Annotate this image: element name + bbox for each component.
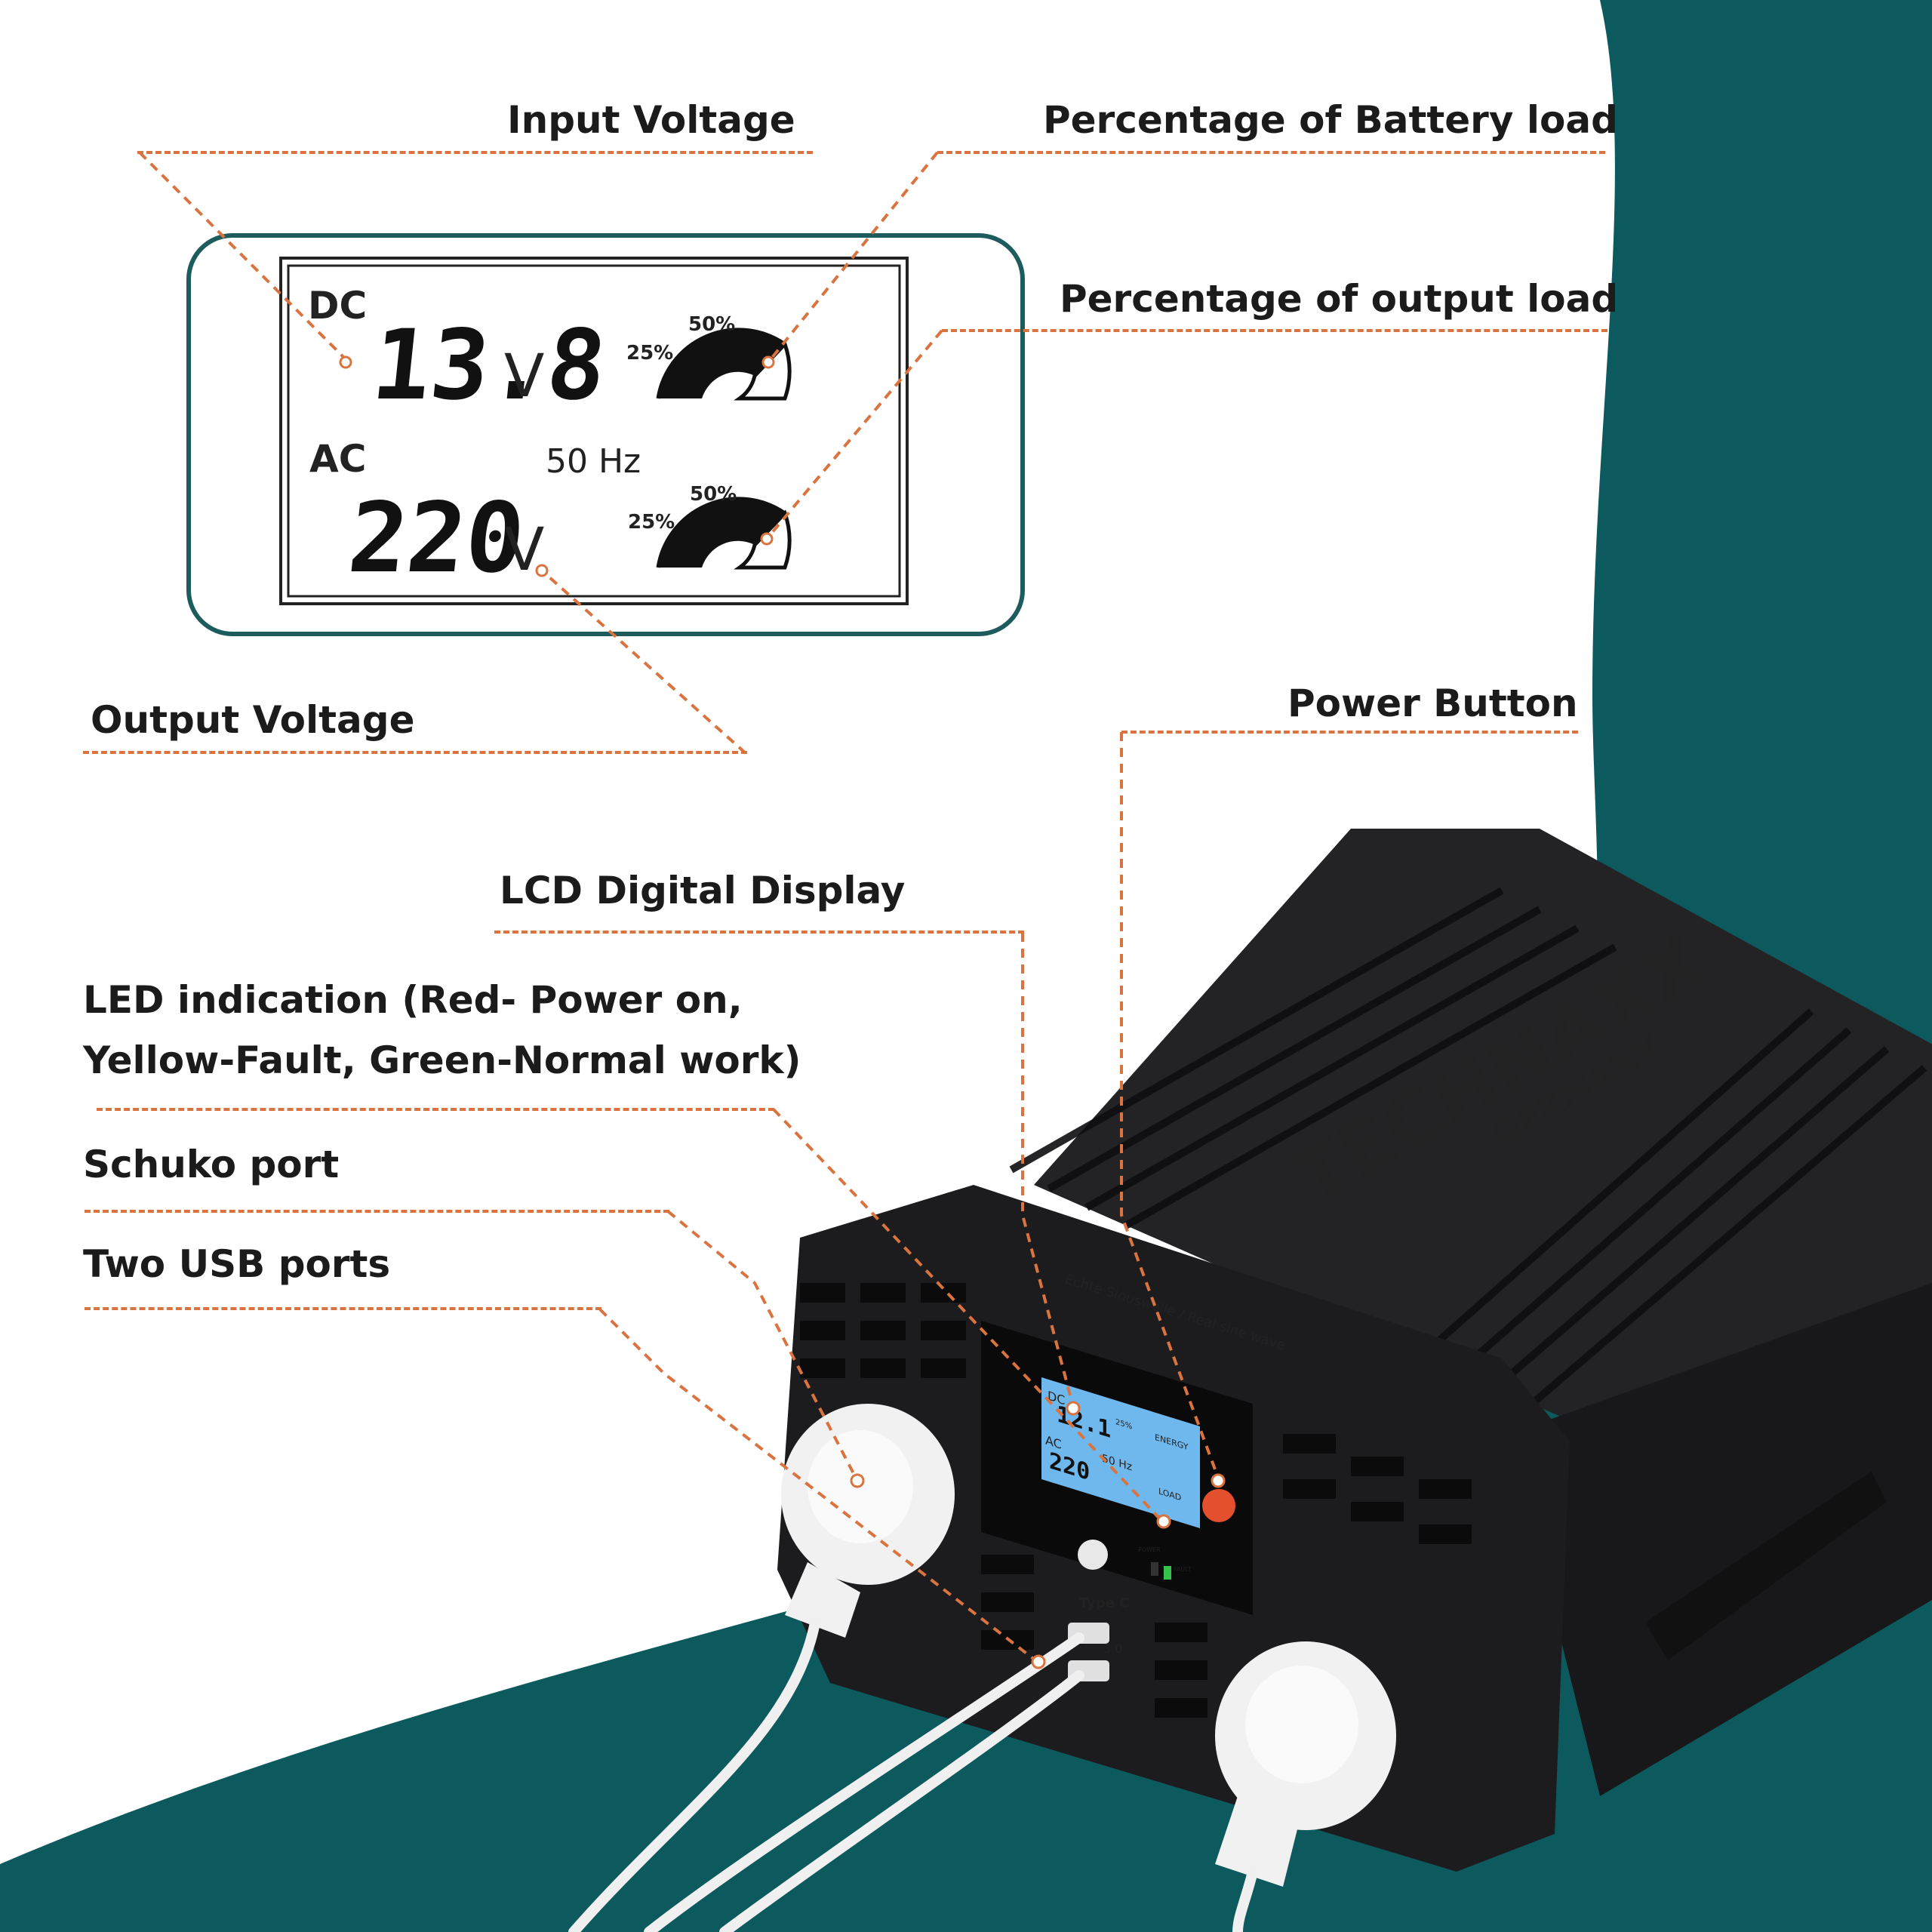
cables <box>568 1617 1258 1932</box>
label-battery-load: Percentage of Battery load <box>1043 98 1618 142</box>
lcd-ac-label: AC <box>309 437 366 481</box>
dash-power-button <box>1121 731 1578 734</box>
device-power-button <box>1202 1489 1235 1522</box>
leader-led <box>772 1108 1164 1523</box>
output-gauge-25: 25% <box>628 511 675 534</box>
lcd-dc-value: 13.8 <box>367 309 611 422</box>
leader-usb <box>598 1308 1037 1662</box>
leader-schuko <box>666 1210 859 1481</box>
dash-schuko <box>85 1210 669 1213</box>
leader-output-voltage <box>540 569 747 755</box>
label-input-voltage: Input Voltage <box>507 98 795 142</box>
dash-usb <box>85 1307 601 1310</box>
dash-lcd-display <box>494 931 1024 934</box>
device-fins <box>1009 887 1927 1407</box>
led-green <box>1164 1566 1171 1580</box>
device-vents <box>800 1283 1472 1718</box>
label-output-voltage: Output Voltage <box>91 698 415 742</box>
lcd-outer-border <box>279 257 909 605</box>
battery-load-gauge: 25% 50% <box>626 313 792 401</box>
led-fault-label: FAULT <box>1174 1566 1192 1573</box>
label-schuko: Schuko port <box>83 1143 340 1186</box>
label-led-line2: Yellow-Fault, Green-Normal work) <box>83 1038 801 1082</box>
lcd-inner-border <box>287 264 901 598</box>
label-led-line1: LED indication (Red- Power on, <box>83 978 743 1022</box>
callout-leaders <box>138 151 1220 1662</box>
usb-label: 3.0 <box>1103 1641 1122 1656</box>
dash-led <box>97 1108 774 1111</box>
small-lcd-ac: AC <box>1045 1433 1062 1452</box>
mounting-bracket <box>1645 1472 1887 1660</box>
dash-output-load <box>942 329 1607 332</box>
device-blue-lcd <box>1041 1377 1200 1528</box>
battery-gauge-50: 50% <box>688 313 735 336</box>
lcd-dc-unit: V <box>504 343 544 411</box>
lcd-ac-value: 220 <box>343 482 530 595</box>
leader-output-load <box>765 329 943 540</box>
battery-gauge-25: 25% <box>626 342 673 365</box>
dash-battery-load <box>937 151 1605 154</box>
leader-battery-load <box>767 151 939 364</box>
lcd-dc-label: DC <box>308 284 367 328</box>
dash-output-voltage <box>83 751 747 754</box>
label-output-load: Percentage of output load <box>1060 277 1619 321</box>
leader-power-button <box>1120 732 1220 1478</box>
leader-lcd-display <box>1021 933 1075 1407</box>
device-side <box>1509 1283 1932 1796</box>
dash-input-voltage <box>137 151 813 154</box>
led-power-label: POWER <box>1138 1546 1161 1553</box>
output-gauge-50: 50% <box>690 483 737 506</box>
label-usb: Two USB ports <box>83 1242 391 1286</box>
schuko-plug-right <box>1215 1641 1396 1887</box>
inverter-device <box>568 829 1932 1932</box>
schuko-plug-left <box>781 1404 955 1638</box>
led-yellow <box>1151 1562 1158 1576</box>
type-c-label: Type C <box>1079 1595 1129 1611</box>
lcd-frequency: 50 Hz <box>546 442 641 481</box>
callout-dots <box>339 355 1226 1669</box>
label-power-button: Power Button <box>1287 681 1578 725</box>
leader-input-voltage <box>138 151 347 361</box>
device-knob <box>1078 1540 1108 1570</box>
label-lcd-display: LCD Digital Display <box>500 869 906 912</box>
